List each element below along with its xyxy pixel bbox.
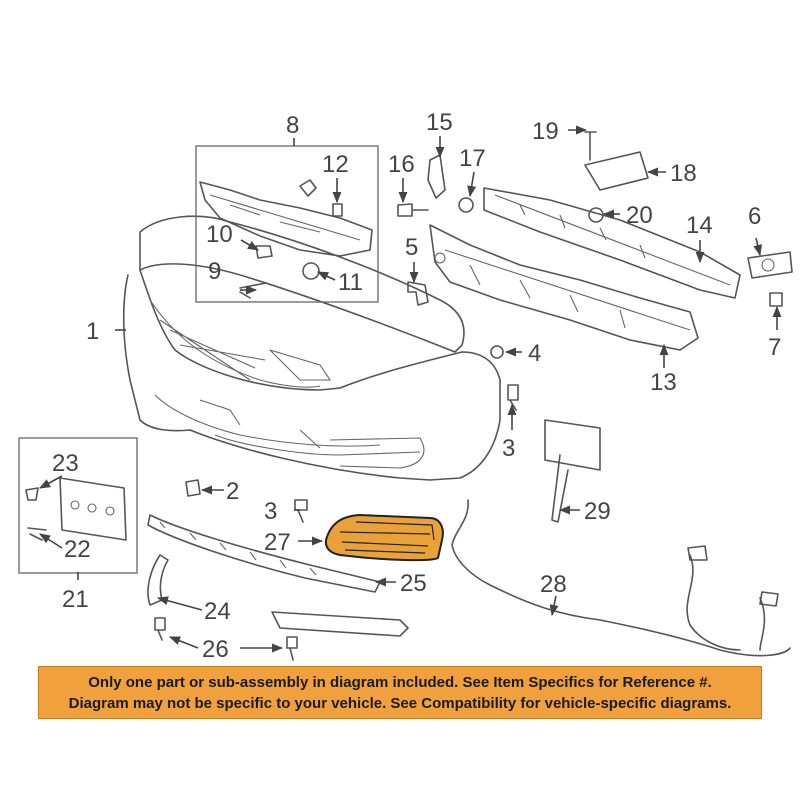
callout-11: 11	[338, 269, 363, 296]
callout-8: 8	[286, 112, 299, 139]
callout-18: 18	[670, 160, 697, 187]
callout-17: 17	[459, 145, 486, 172]
hardware-parts	[154, 131, 793, 661]
leader-lines	[39, 125, 782, 653]
callout-10: 10	[206, 221, 233, 248]
callout-7: 7	[768, 334, 781, 361]
callout-3: 3	[502, 435, 515, 462]
callout-16: 16	[388, 151, 415, 178]
callout-20: 20	[626, 202, 653, 229]
callout-9: 9	[208, 258, 221, 285]
front-bumper-fascia	[122, 215, 501, 481]
callout-labels: 1 2 3 3 4 5 6 7 8 9 10 11 12 13 14 15 16…	[52, 109, 781, 663]
license-plate-bracket	[25, 477, 127, 541]
callout-28: 28	[540, 571, 567, 598]
highlighted-part-27[interactable]	[324, 513, 444, 562]
callout-19: 19	[532, 118, 559, 145]
lower-trim-strips	[147, 514, 409, 637]
callout-5: 5	[405, 234, 418, 261]
callout-15: 15	[426, 109, 453, 136]
callout-2: 2	[226, 478, 239, 505]
impact-bar-and-absorber	[429, 187, 741, 351]
notice-line-2: Diagram may not be specific to your vehi…	[68, 694, 732, 712]
callout-29: 29	[584, 498, 611, 525]
wiring-harness	[451, 499, 791, 657]
bracket-group-box-8	[195, 145, 379, 303]
callout-23: 23	[52, 450, 79, 477]
upper-bracket-assembly	[199, 179, 373, 299]
callout-1: 1	[86, 318, 99, 345]
sensor-bracket	[544, 419, 601, 523]
notice-banner: Only one part or sub-assembly in diagram…	[38, 666, 762, 719]
callout-25: 25	[400, 570, 427, 597]
callout-21: 21	[62, 586, 89, 613]
callout-3: 3	[264, 498, 277, 525]
callout-14: 14	[686, 212, 713, 239]
callout-6: 6	[748, 203, 761, 230]
callout-12: 12	[322, 151, 349, 178]
callout-27: 27	[264, 529, 291, 556]
callout-4: 4	[528, 340, 541, 367]
callout-26: 26	[202, 636, 229, 663]
callout-24: 24	[204, 598, 231, 625]
callout-22: 22	[64, 536, 91, 563]
notice-line-1: Only one part or sub-assembly in diagram…	[88, 673, 712, 691]
callout-13: 13	[650, 369, 677, 396]
